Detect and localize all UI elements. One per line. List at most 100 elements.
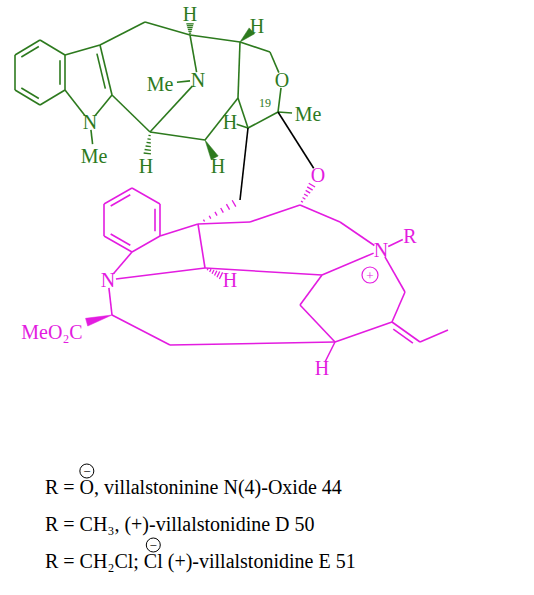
double-bond-line <box>111 234 131 245</box>
charge-sign: − <box>150 539 157 552</box>
bond-line <box>300 205 340 222</box>
hashed-bond <box>232 200 236 206</box>
bond-line <box>112 315 170 345</box>
bond-line <box>116 268 205 279</box>
hashed-bond <box>187 25 193 26</box>
hashed-bond <box>189 32 191 33</box>
bond-line <box>278 88 281 112</box>
bond-line <box>335 322 392 342</box>
bond-line <box>14 55 16 90</box>
hashed-bond <box>210 269 211 272</box>
hashed-bond <box>304 194 308 196</box>
double-bond-line <box>21 88 38 99</box>
hashed-bond <box>203 220 204 222</box>
charge-circle <box>146 538 160 552</box>
bond-line <box>132 236 160 252</box>
atom-label: O <box>311 165 325 185</box>
hashed-bond <box>301 201 303 202</box>
double-bond-line <box>154 209 156 231</box>
bond-line <box>190 35 240 42</box>
bond-line <box>300 305 335 342</box>
bond-line <box>300 275 322 305</box>
bond-line <box>388 239 403 246</box>
double-bond-line <box>393 329 413 343</box>
atom-label: Me <box>147 74 174 94</box>
atom-label: H <box>223 270 237 290</box>
charge-sign: − <box>83 465 90 478</box>
hashed-bond <box>226 204 229 210</box>
bond-line <box>190 35 197 72</box>
hashed-bond <box>147 138 150 140</box>
atom-label: H <box>139 156 153 176</box>
bond-line <box>113 252 132 274</box>
bond-line <box>322 253 374 275</box>
atom-label: H <box>183 4 197 24</box>
bond-line <box>65 90 85 116</box>
double-bond-line <box>21 47 38 58</box>
bond-line <box>248 112 278 128</box>
bond-line <box>238 42 240 98</box>
bond-line <box>198 222 250 224</box>
bond-line <box>198 224 205 268</box>
hashed-bond <box>307 187 312 190</box>
legend-line: R = O, villalstoninine N(4)-Oxide 44 <box>45 477 342 497</box>
bond-line <box>132 188 160 204</box>
hashed-bond <box>146 145 151 147</box>
atom-label: H <box>315 358 329 378</box>
bond-line <box>240 128 248 200</box>
atom-label: MeO₂C <box>21 322 82 342</box>
atom-label: N <box>83 112 97 132</box>
hashed-bond <box>187 27 192 28</box>
wedge-bond <box>86 315 112 326</box>
double-bond-line <box>59 60 61 85</box>
atom-label: + <box>366 269 373 282</box>
hashed-bond <box>219 272 222 279</box>
bond-line <box>205 98 238 140</box>
bond-line <box>170 342 335 345</box>
bond-line <box>100 45 112 95</box>
bond-line <box>150 132 205 140</box>
hashed-bond <box>306 190 311 193</box>
bond-line <box>250 205 300 222</box>
bonds <box>15 22 448 362</box>
bond-line <box>160 224 198 236</box>
hashed-bond <box>215 271 217 276</box>
bond-line <box>420 330 448 342</box>
hashed-bond <box>209 216 211 219</box>
hashed-bond <box>145 149 151 151</box>
bond-line <box>91 130 93 144</box>
hashed-bond <box>217 272 220 278</box>
atom-label: Me <box>295 104 322 124</box>
bond-line <box>95 95 112 116</box>
hashed-bond <box>303 198 306 200</box>
bond-line <box>238 98 248 128</box>
bond-line <box>240 42 270 52</box>
hashed-bond <box>144 152 151 154</box>
atom-label: H <box>211 156 225 176</box>
double-bond-line <box>97 54 105 89</box>
legend-line: R = CH₃, (+)-villalstonidine D 50 <box>45 514 315 534</box>
atom-label: N <box>191 70 205 90</box>
hashed-bond <box>188 31 191 32</box>
atom-label: Me <box>81 146 108 166</box>
atom-label: H <box>250 16 264 36</box>
bond-line <box>340 222 374 245</box>
bond-line <box>278 111 292 114</box>
atom-label: R <box>403 226 416 246</box>
bond-line <box>205 268 322 275</box>
bond-line <box>392 292 405 322</box>
atom-label: N <box>374 240 388 260</box>
hashed-bond <box>221 208 224 213</box>
bond-line <box>64 55 66 90</box>
bond-line <box>40 90 65 105</box>
atom-label: N <box>101 270 115 290</box>
bond-line <box>100 22 145 45</box>
double-bond-line <box>111 195 131 206</box>
hashed-bond <box>148 135 150 137</box>
bond-line <box>103 204 105 236</box>
bond-line <box>159 204 161 236</box>
bond-line <box>40 40 65 55</box>
bond-line <box>385 257 405 292</box>
